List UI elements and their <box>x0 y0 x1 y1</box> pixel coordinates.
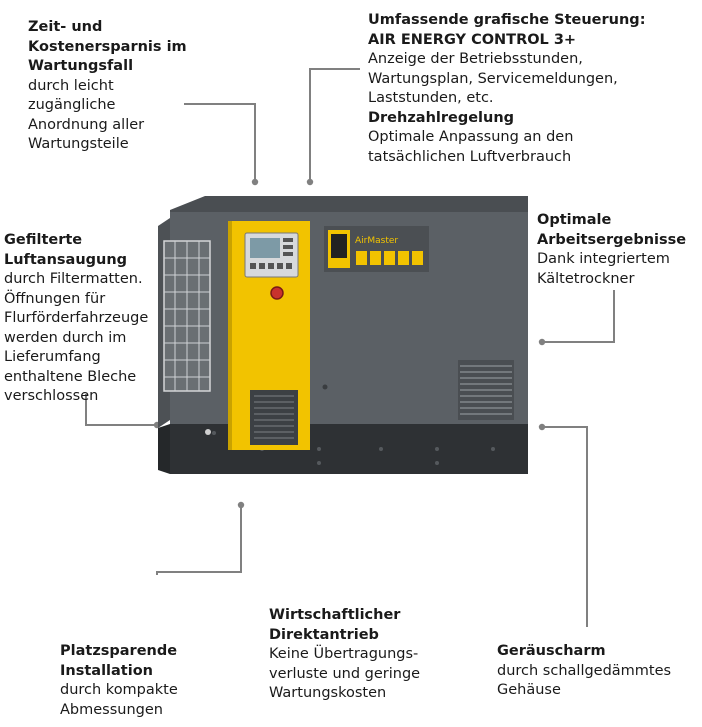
callout-text: durch leicht zugängliche Anordnung aller… <box>28 77 145 153</box>
callout-control: Umfassende grafische Steuerung: AIR ENER… <box>368 11 678 167</box>
callout-text: Dank integriertem Kältetrockner <box>537 251 670 287</box>
door-vent <box>250 390 298 445</box>
leader-noise <box>542 426 588 627</box>
callout-text: durch Filtermatten. Öffnungen für Flurfö… <box>4 271 149 404</box>
callout-title: Zeit- und Kostenersparnis im Wartungsfal… <box>28 19 187 74</box>
callout-title: Wirtschaftlicher Direktantrieb <box>269 607 401 643</box>
callout-noise: Geräuscharm durch schallgedämmtes Gehäus… <box>497 642 692 701</box>
callout-title: Umfassende grafische Steuerung: AIR ENER… <box>368 12 646 48</box>
leader-intake <box>85 394 157 426</box>
leader-dot <box>538 423 546 431</box>
callout-title: Platzsparende Installation <box>60 643 178 679</box>
callout-maintenance: Zeit- und Kostenersparnis im Wartungsfal… <box>28 18 228 155</box>
leader-dot <box>251 178 259 186</box>
callout-intake: Gefilterte Luftansaugung durch Filtermat… <box>4 231 154 407</box>
leader-results <box>542 290 615 343</box>
panel-label: AirMaster <box>355 236 398 246</box>
callout-text: Optimale Anpassung an den tatsächlichen … <box>368 129 574 165</box>
callout-text: durch schallgedämmtes Gehäuse <box>497 662 672 699</box>
intake-filter-grid <box>163 240 211 392</box>
callout-results: Optimale Arbeitsergebnisse Dank integrie… <box>537 211 702 289</box>
callout-title: Drehzahlregelung <box>368 109 515 126</box>
plinth <box>170 424 528 474</box>
leader-maintenance <box>184 103 256 182</box>
callout-text: Anzeige der Betriebsstunden, Wartungspla… <box>368 51 618 106</box>
callout-text: durch kompakte Abmessungen <box>60 682 178 718</box>
leader-dot <box>538 338 546 346</box>
housing-top <box>170 196 528 214</box>
leader-dot <box>237 501 245 509</box>
leader-dot <box>306 178 314 186</box>
leader-control <box>309 68 360 182</box>
callout-drive: Wirtschaftlicher Direktantrieb Keine Übe… <box>269 606 464 704</box>
emergency-stop <box>270 286 284 300</box>
callout-installation: Platzsparende Installation durch kompakt… <box>60 642 220 720</box>
callout-title: Gefilterte Luftansaugung <box>4 232 128 268</box>
callout-title: Optimale Arbeitsergebnisse <box>537 212 687 248</box>
leader-installation <box>156 505 242 575</box>
callout-title: Geräuscharm <box>497 643 606 659</box>
callout-text: Keine Übertragungs- verluste und geringe… <box>269 646 421 701</box>
